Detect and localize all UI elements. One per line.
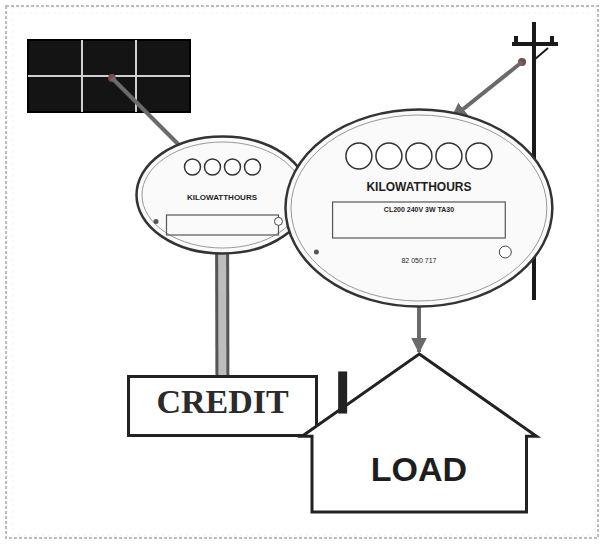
node-label: KILOWATTHOURS: [366, 180, 471, 194]
meter-fine-print: 82 050 717: [401, 257, 436, 264]
node-content: LOAD: [300, 450, 539, 489]
utility-meter: KILOWATTHOURS CL200 240V 3W TA30 82 050 71…: [284, 108, 554, 308]
load-house: LOAD: [300, 352, 539, 514]
node-label: KILOWATTHOURS: [187, 193, 257, 202]
grid-supply-arrow: [452, 58, 526, 118]
node-content: CREDIT: [127, 383, 318, 421]
power-flow-connector: [418, 307, 419, 352]
conduit-inner: [218, 254, 226, 375]
scan-frame: [6, 6, 598, 538]
flow-line: [417, 307, 421, 352]
credit-conduit: [222, 254, 223, 375]
page-ground: [14, 14, 590, 530]
node-label: CREDIT: [156, 383, 288, 421]
solar-meter: KILOWATTHOURS: [135, 135, 310, 255]
house-outline: [300, 352, 539, 514]
credit-box: CREDIT: [127, 375, 318, 437]
conduit-outer: [215, 254, 229, 375]
solar-panel: [28, 40, 190, 112]
node-content: KILOWATTHOURS CL200 240V 3W TA30 82 050 71…: [284, 180, 554, 264]
meter-fine-print: CL200 240V 3W TA30: [384, 206, 454, 213]
node-label: LOAD: [371, 450, 467, 489]
node-content: KILOWATTHOURS: [135, 193, 310, 202]
